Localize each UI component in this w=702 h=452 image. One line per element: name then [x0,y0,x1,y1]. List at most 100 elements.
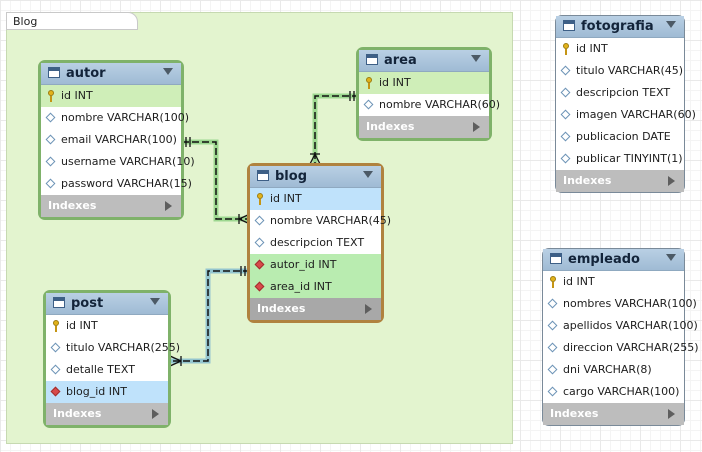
indexes-section[interactable]: Indexes [543,403,684,425]
indexes-section[interactable]: Indexes [46,403,168,425]
indexes-label: Indexes [48,199,97,212]
indexes-section[interactable]: Indexes [556,170,684,192]
column-diamond-icon [547,386,558,397]
table-empleado[interactable]: empleado id INT nombres VARCHAR(100) ape… [542,248,699,426]
column-row[interactable]: id INT [543,271,684,293]
expand-indexes-icon[interactable] [473,122,480,132]
column-label: id INT [563,275,595,288]
foreign-key-icon [50,386,61,397]
table-header[interactable]: fotografia [556,16,684,38]
column-label: nombre VARCHAR(60) [379,98,501,111]
column-row[interactable]: descripcion TEXT [250,232,381,254]
column-row[interactable]: id INT [250,188,381,210]
column-row[interactable]: id INT [359,72,489,94]
primary-key-icon [53,320,59,332]
indexes-label: Indexes [257,302,306,315]
table-header[interactable]: autor [41,63,181,85]
column-row[interactable]: cargo VARCHAR(100) [543,381,684,403]
table-fotografia[interactable]: fotografia id INT titulo VARCHAR(45) des… [555,15,696,193]
collapse-arrow-icon[interactable] [666,21,676,28]
column-row[interactable]: detalle TEXT [46,359,168,381]
primary-key-icon [550,276,556,288]
expand-indexes-icon[interactable] [365,304,372,314]
table-header[interactable]: blog [250,166,381,188]
column-label: id INT [61,89,93,102]
column-row[interactable]: email VARCHAR(100) [41,129,181,151]
column-diamond-icon [560,109,571,120]
column-diamond-icon [547,298,558,309]
table-name: autor [66,66,106,81]
column-row[interactable]: id INT [46,315,168,337]
column-label: id INT [270,192,302,205]
column-row[interactable]: id INT [41,85,181,107]
indexes-section[interactable]: Indexes [41,195,181,217]
column-row[interactable]: titulo VARCHAR(255) [46,337,180,359]
collapse-arrow-icon[interactable] [666,254,676,261]
column-row[interactable]: username VARCHAR(10) [41,151,195,173]
column-row[interactable]: nombre VARCHAR(100) [41,107,189,129]
expand-indexes-icon[interactable] [668,409,675,419]
relation-blog-post[interactable] [169,266,250,367]
column-row[interactable]: dni VARCHAR(8) [543,359,684,381]
column-row[interactable]: imagen VARCHAR(60) [556,104,696,126]
column-diamond-icon [560,153,571,164]
column-label: descripcion TEXT [270,236,365,249]
column-row[interactable]: descripcion TEXT [556,82,684,104]
table-post[interactable]: post id INT titulo VARCHAR(255) detalle … [43,290,180,428]
indexes-section[interactable]: Indexes [250,298,381,320]
table-name: post [71,296,104,311]
table-area[interactable]: area id INT nombre VARCHAR(60) Indexes [356,47,500,141]
collapse-arrow-icon[interactable] [163,68,173,75]
column-diamond-icon [45,134,56,145]
column-label: password VARCHAR(15) [61,177,192,190]
column-row[interactable]: publicacion DATE [556,126,684,148]
column-row[interactable]: autor_id INT [250,254,381,276]
column-row[interactable]: id INT [556,38,684,60]
collapse-arrow-icon[interactable] [471,55,481,62]
table-name: area [384,53,417,68]
table-name: empleado [568,252,640,267]
table-icon [550,253,562,264]
column-row[interactable]: password VARCHAR(15) [41,173,192,195]
column-diamond-icon [50,364,61,375]
table-header[interactable]: post [46,293,168,315]
foreign-key-icon [254,259,265,270]
column-row[interactable]: nombre VARCHAR(45) [250,210,391,232]
primary-key-icon [257,193,263,205]
collapse-arrow-icon[interactable] [150,298,160,305]
column-row[interactable]: publicar TINYINT(1) [556,148,684,170]
expand-indexes-icon[interactable] [165,201,172,211]
table-blog[interactable]: blog id INT nombre VARCHAR(45) descripci… [247,163,391,323]
column-row[interactable]: blog_id INT [46,381,168,403]
column-diamond-icon [45,156,56,167]
foreign-key-icon [254,281,265,292]
relation-autor-blog[interactable] [182,137,251,225]
primary-key-icon [48,90,54,102]
primary-key-icon [563,43,569,55]
column-row[interactable]: area_id INT [250,276,381,298]
column-label: apellidos VARCHAR(100) [563,319,698,332]
indexes-label: Indexes [53,407,102,420]
collapse-arrow-icon[interactable] [363,171,373,178]
expand-indexes-icon[interactable] [152,409,159,419]
column-label: nombre VARCHAR(100) [61,111,190,124]
column-diamond-icon [363,99,374,110]
column-row[interactable]: titulo VARCHAR(45) [556,60,684,82]
column-diamond-icon [45,178,56,189]
expand-indexes-icon[interactable] [668,176,675,186]
column-diamond-icon [50,342,61,353]
table-header[interactable]: empleado [543,249,684,271]
indexes-section[interactable]: Indexes [359,116,489,138]
column-label: area_id INT [270,280,332,293]
table-autor[interactable]: autor id INT nombre VARCHAR(100) email V… [38,60,195,220]
column-row[interactable]: direccion VARCHAR(255) [543,337,699,359]
column-row[interactable]: nombres VARCHAR(100) [543,293,697,315]
column-label: nombre VARCHAR(45) [270,214,392,227]
relation-area-blog[interactable] [309,91,359,165]
table-header[interactable]: area [359,50,489,72]
column-diamond-icon [254,237,265,248]
column-row[interactable]: nombre VARCHAR(60) [359,94,500,116]
column-row[interactable]: apellidos VARCHAR(100) [543,315,698,337]
indexes-label: Indexes [563,174,612,187]
